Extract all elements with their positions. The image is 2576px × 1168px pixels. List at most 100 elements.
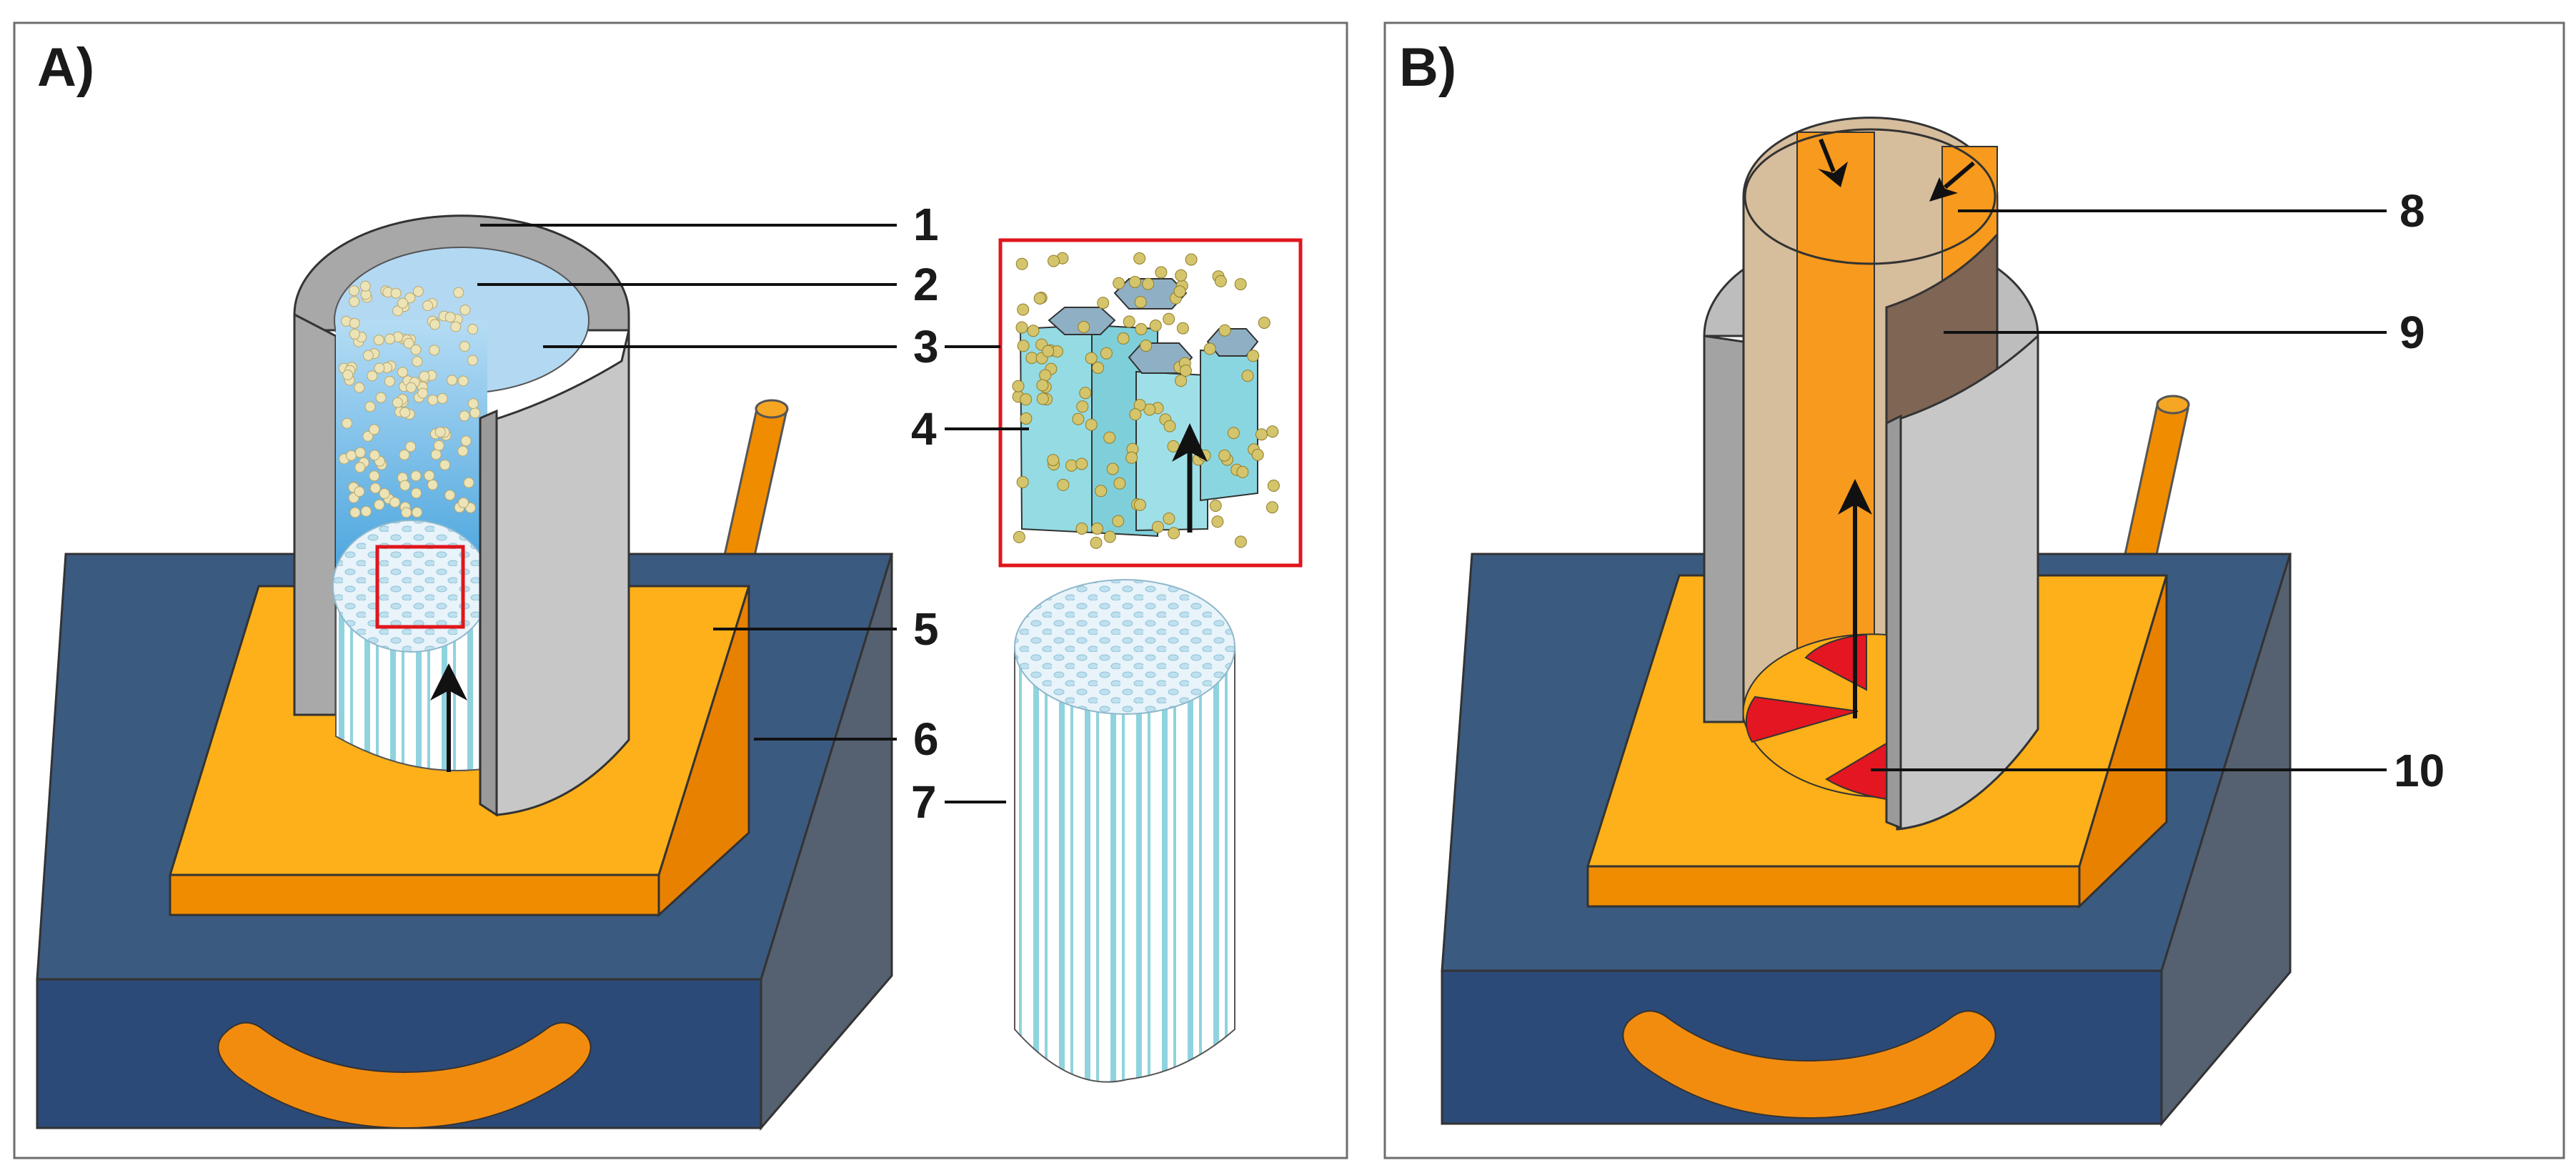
particle (1013, 530, 1025, 543)
particle (1095, 485, 1108, 498)
particle (1163, 513, 1175, 525)
particle (354, 486, 365, 498)
particle (459, 305, 471, 316)
particle (1048, 254, 1060, 267)
particle (410, 344, 422, 355)
particle (1266, 501, 1278, 514)
cold-finger-segments (1742, 479, 1887, 801)
particle (1020, 393, 1033, 406)
particle (1015, 257, 1028, 270)
highlight-box (375, 545, 465, 629)
particle (1020, 412, 1033, 425)
particle (369, 470, 380, 482)
particle (362, 430, 374, 442)
callout-3: 3 (913, 321, 939, 372)
particle (1100, 347, 1113, 360)
particle (1134, 296, 1147, 309)
red-segment (1804, 633, 1867, 691)
particle (1042, 345, 1055, 357)
particle (1072, 412, 1085, 425)
particle (354, 382, 365, 393)
particle (349, 285, 359, 297)
particle (379, 488, 390, 499)
particle (467, 324, 479, 335)
particle (404, 292, 416, 304)
particle (1163, 312, 1175, 325)
particle (1091, 523, 1103, 535)
particle (375, 392, 387, 403)
particle (1247, 350, 1260, 362)
particle (1016, 476, 1029, 488)
callout-2: 2 (913, 259, 939, 310)
particle (427, 395, 439, 406)
callout-9: 9 (2400, 307, 2425, 358)
particle (1079, 387, 1092, 400)
particle (401, 507, 412, 518)
particle (1027, 325, 1040, 337)
particle (349, 317, 360, 329)
particle (399, 407, 411, 418)
particle (430, 449, 442, 460)
particle (1258, 317, 1270, 329)
particle (1036, 392, 1049, 405)
inset-particles (1012, 252, 1280, 549)
callout-8: 8 (2400, 185, 2425, 237)
particle (1175, 375, 1188, 387)
particle (429, 319, 441, 330)
particle (349, 296, 360, 307)
particle (1133, 252, 1146, 264)
particle (346, 450, 357, 461)
particle (412, 356, 423, 367)
arrow-up-icon (1172, 423, 1208, 533)
particle (1218, 449, 1231, 462)
callout-6: 6 (913, 713, 939, 765)
freezing-front (332, 520, 491, 653)
particle (417, 387, 429, 399)
particle (1140, 340, 1153, 352)
inset-crystals (998, 238, 1303, 568)
particle (397, 367, 408, 378)
particle (1149, 320, 1162, 332)
porous-scaffold (1014, 579, 1235, 1083)
particle (457, 375, 469, 387)
particle (1176, 322, 1189, 335)
red-segment (1745, 696, 1859, 743)
particle (457, 445, 469, 457)
particle (1085, 352, 1098, 365)
particle (362, 350, 374, 361)
particle (1106, 462, 1119, 475)
particle (1036, 379, 1049, 392)
particle (390, 287, 402, 299)
particle (1092, 362, 1105, 374)
callout-7: 7 (911, 776, 937, 828)
arrow-down-icon (1818, 138, 1848, 187)
particle (1267, 480, 1280, 492)
particle (1155, 266, 1168, 279)
particle (1012, 380, 1025, 392)
particles (338, 280, 481, 518)
particle (1168, 527, 1180, 540)
particle (1123, 315, 1135, 328)
particle (1234, 278, 1247, 291)
particle (399, 449, 410, 460)
particle (1241, 370, 1254, 382)
particle (359, 280, 371, 292)
particle (1047, 454, 1060, 467)
particle (427, 479, 438, 490)
red-segment (1825, 742, 1887, 801)
panel-a-label: A) (37, 37, 94, 98)
particle (342, 370, 354, 380)
particle (450, 321, 462, 332)
particle (469, 407, 481, 419)
particle (1185, 253, 1198, 266)
particle (1135, 323, 1148, 335)
callout-leaders-a (477, 224, 1029, 803)
particle (453, 287, 464, 298)
particle (467, 355, 478, 366)
particle (1025, 352, 1038, 365)
particle (467, 398, 479, 410)
particle (1234, 535, 1247, 548)
particle (369, 424, 380, 435)
particle (1203, 342, 1216, 355)
particle (429, 345, 440, 356)
